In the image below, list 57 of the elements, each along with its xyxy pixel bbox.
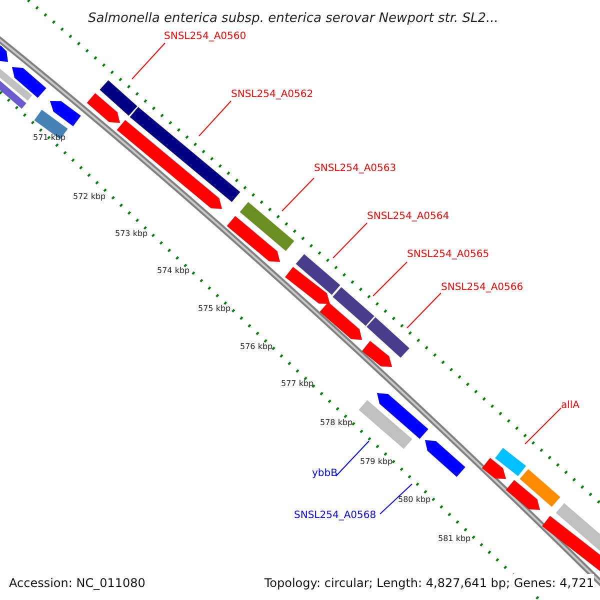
leader-line — [198, 100, 232, 136]
gene-feature — [362, 340, 392, 367]
tick-label: 572 kbp — [73, 192, 106, 202]
gene-feature — [520, 469, 560, 507]
gene-label: SNSL254_A0563 — [314, 163, 396, 175]
gene-feature — [506, 480, 540, 510]
gene-feature — [226, 216, 280, 262]
leader-line — [524, 408, 562, 444]
leader-line — [282, 178, 314, 212]
gene-feature — [12, 67, 46, 98]
genome-summary-text: Topology: circular; Length: 4,827,641 bp; Genes: 4,721 — [264, 574, 594, 592]
tick-label: 571 kbp — [33, 133, 66, 143]
tick-label: 579 kbp — [360, 457, 393, 467]
gene-feature — [320, 302, 362, 340]
gene-feature — [0, 67, 32, 101]
tick-label: 577 kbp — [281, 379, 314, 389]
gene-feature — [0, 79, 26, 109]
map-title: Salmonella enterica subsp. enterica serovar Newport str. SL2... — [88, 10, 498, 28]
gene-feature — [495, 448, 526, 476]
gene-feature — [100, 80, 138, 116]
tick-label: 576 kbp — [240, 342, 273, 352]
gene-feature — [116, 120, 222, 209]
gene-label: SNSL254_A0565 — [407, 249, 490, 261]
gene-feature — [50, 101, 81, 126]
tick-label: 580 kbp — [398, 495, 431, 505]
gene-feature — [556, 503, 600, 551]
gene-label: allA — [561, 400, 580, 412]
gene-feature — [377, 393, 428, 439]
gene-label: SNSL254_A0562 — [231, 89, 314, 101]
gene-label: SNSL254_A0560 — [164, 31, 246, 43]
gene-feature — [425, 440, 466, 477]
gene-feature — [0, 45, 8, 62]
tick-label: 581 kbp — [438, 534, 471, 544]
gene-feature — [296, 254, 340, 295]
tick-label: 574 kbp — [157, 266, 190, 276]
gene-feature — [240, 202, 294, 251]
tick-label: 573 kbp — [115, 229, 148, 239]
tick-label: 575 kbp — [198, 304, 231, 314]
leader-line — [372, 262, 408, 296]
leader-line — [406, 292, 442, 328]
gene-feature — [366, 317, 410, 358]
accession-text: Accession: NC_011080 — [9, 575, 146, 592]
gene-label: SNSL254_A0566 — [441, 282, 524, 294]
gene-feature — [542, 516, 600, 572]
leader-line — [336, 440, 370, 476]
gene-feature — [482, 458, 506, 479]
gene-feature — [130, 107, 240, 202]
gene-feature — [332, 287, 374, 326]
gene-feature — [358, 400, 412, 449]
leader-line — [132, 42, 166, 80]
gene-label: ybbB — [312, 468, 338, 480]
leader-line — [380, 484, 412, 514]
gene-feature — [285, 266, 330, 304]
gene-feature — [86, 93, 120, 123]
gene-label: SNSL254_A0568 — [294, 510, 376, 522]
gene-label: SNSL254_A0564 — [367, 211, 450, 223]
leader-line — [332, 222, 368, 258]
